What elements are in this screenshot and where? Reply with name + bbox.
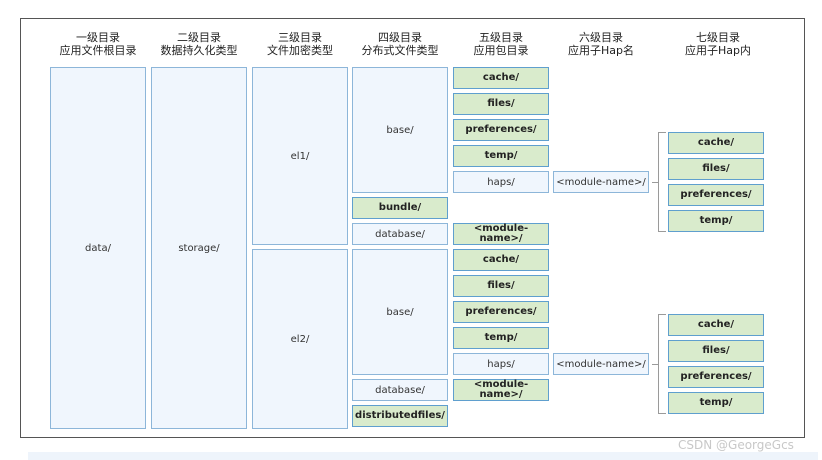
dir-el1-base-files: files/ <box>453 93 549 115</box>
dir-el1-base-cache: cache/ <box>453 67 549 89</box>
dir-el1-base-label: base/ <box>386 124 414 136</box>
dir-el1-base-haps: haps/ <box>453 171 549 193</box>
dir-el2-module-files-label: files/ <box>702 345 730 356</box>
dir-el2-module-preferences: preferences/ <box>668 366 764 388</box>
header-level7-title: 七级目录 <box>696 31 740 44</box>
dir-el1-database: database/ <box>352 223 448 245</box>
dir-el2-base-temp: temp/ <box>453 327 549 349</box>
dir-el1-base-files-label: files/ <box>487 98 515 109</box>
header-level2-title: 二级目录 <box>177 31 221 44</box>
dir-el1-base-cache-label: cache/ <box>482 72 520 83</box>
connector-el2 <box>652 364 658 365</box>
dir-el1-base: base/ <box>352 67 448 193</box>
header-level6-subtitle: 应用子Hap名 <box>568 44 634 57</box>
dir-el2-base-haps: haps/ <box>453 353 549 375</box>
dir-data-label: data/ <box>85 242 111 254</box>
header-level5-subtitle: 应用包目录 <box>473 44 529 57</box>
watermark: CSDN @GeorgeGcs <box>678 438 794 452</box>
dir-el1-module-files: files/ <box>668 158 764 180</box>
connector-el1 <box>652 182 658 183</box>
header-level3-subtitle: 文件加密类型 <box>267 44 333 57</box>
dir-el2: el2/ <box>252 249 348 429</box>
dir-el1: el1/ <box>252 67 348 245</box>
dir-el2-base-haps-label: haps/ <box>487 358 515 370</box>
dir-el2-base-cache-label: cache/ <box>482 254 520 265</box>
header-level6: 六级目录 应用子Hap名 <box>553 31 649 57</box>
dir-el2-module-temp-label: temp/ <box>699 397 733 408</box>
header-level2-subtitle: 数据持久化类型 <box>160 44 238 57</box>
dir-el2-database-module-label: <module-name>/ <box>473 379 529 400</box>
bottom-band <box>28 452 818 460</box>
dir-el2-base-preferences-label: preferences/ <box>465 306 537 317</box>
dir-el2-base-cache: cache/ <box>453 249 549 271</box>
dir-el2-module-preferences-label: preferences/ <box>680 371 752 382</box>
dir-el1-module-preferences: preferences/ <box>668 184 764 206</box>
header-level4-subtitle: 分布式文件类型 <box>361 44 439 57</box>
dir-el2-haps-module-label: <module-name>/ <box>556 358 646 370</box>
header-level4: 四级目录 分布式文件类型 <box>352 31 448 57</box>
dir-el1-base-temp-label: temp/ <box>484 150 518 161</box>
dir-el1-module-files-label: files/ <box>702 163 730 174</box>
dir-el2-database: database/ <box>352 379 448 401</box>
dir-el1-base-haps-label: haps/ <box>487 176 515 188</box>
dir-el1-module-cache-label: cache/ <box>697 137 735 148</box>
dir-el1-module-temp-label: temp/ <box>699 215 733 226</box>
header-level7-subtitle: 应用子Hap内 <box>685 44 751 57</box>
dir-el2-module-cache-label: cache/ <box>697 319 735 330</box>
dir-el2-haps-module: <module-name>/ <box>553 353 649 375</box>
dir-el1-bundle: bundle/ <box>352 197 448 219</box>
dir-el2-module-temp: temp/ <box>668 392 764 414</box>
header-level5-title: 五级目录 <box>479 31 523 44</box>
header-level4-title: 四级目录 <box>378 31 422 44</box>
header-level1: 一级目录 应用文件根目录 <box>50 31 146 57</box>
dir-el1-database-label: database/ <box>375 228 425 240</box>
dir-storage: storage/ <box>151 67 247 429</box>
header-level3-title: 三级目录 <box>278 31 322 44</box>
dir-el2-base-temp-label: temp/ <box>484 332 518 343</box>
dir-el2-distributedfiles-label: distributedfiles/ <box>355 410 445 421</box>
header-level5: 五级目录 应用包目录 <box>453 31 549 57</box>
dir-el2-base-files: files/ <box>453 275 549 297</box>
dir-el1-base-preferences-label: preferences/ <box>465 124 537 135</box>
header-level7: 七级目录 应用子Hap内 <box>668 31 768 57</box>
bracket-el1 <box>658 132 666 232</box>
header-level6-title: 六级目录 <box>579 31 623 44</box>
dir-el1-database-module-label: <module-name>/ <box>473 223 529 244</box>
header-level2: 二级目录 数据持久化类型 <box>151 31 247 57</box>
dir-el2-database-module: <module-name>/ <box>453 379 549 401</box>
dir-el2-module-cache: cache/ <box>668 314 764 336</box>
dir-el1-haps-module-label: <module-name>/ <box>556 176 646 188</box>
dir-data: data/ <box>50 67 146 429</box>
dir-el1-haps-module: <module-name>/ <box>553 171 649 193</box>
dir-el1-module-temp: temp/ <box>668 210 764 232</box>
dir-el1-module-cache: cache/ <box>668 132 764 154</box>
bracket-el2 <box>658 314 666 414</box>
dir-el1-base-temp: temp/ <box>453 145 549 167</box>
dir-el2-base-files-label: files/ <box>487 280 515 291</box>
dir-el2-distributedfiles: distributedfiles/ <box>352 405 448 427</box>
dir-el1-label: el1/ <box>290 150 310 162</box>
dir-el2-base: base/ <box>352 249 448 375</box>
dir-el2-module-files: files/ <box>668 340 764 362</box>
dir-el2-database-label: database/ <box>375 384 425 396</box>
dir-storage-label: storage/ <box>178 242 220 254</box>
header-level1-title: 一级目录 <box>76 31 120 44</box>
header-level1-subtitle: 应用文件根目录 <box>59 44 137 57</box>
dir-el2-label: el2/ <box>290 333 310 345</box>
dir-el2-base-preferences: preferences/ <box>453 301 549 323</box>
dir-el1-module-preferences-label: preferences/ <box>680 189 752 200</box>
dir-el1-database-module: <module-name>/ <box>453 223 549 245</box>
dir-el1-bundle-label: bundle/ <box>378 202 422 213</box>
dir-el1-base-preferences: preferences/ <box>453 119 549 141</box>
dir-el2-base-label: base/ <box>386 306 414 318</box>
header-level3: 三级目录 文件加密类型 <box>252 31 348 57</box>
